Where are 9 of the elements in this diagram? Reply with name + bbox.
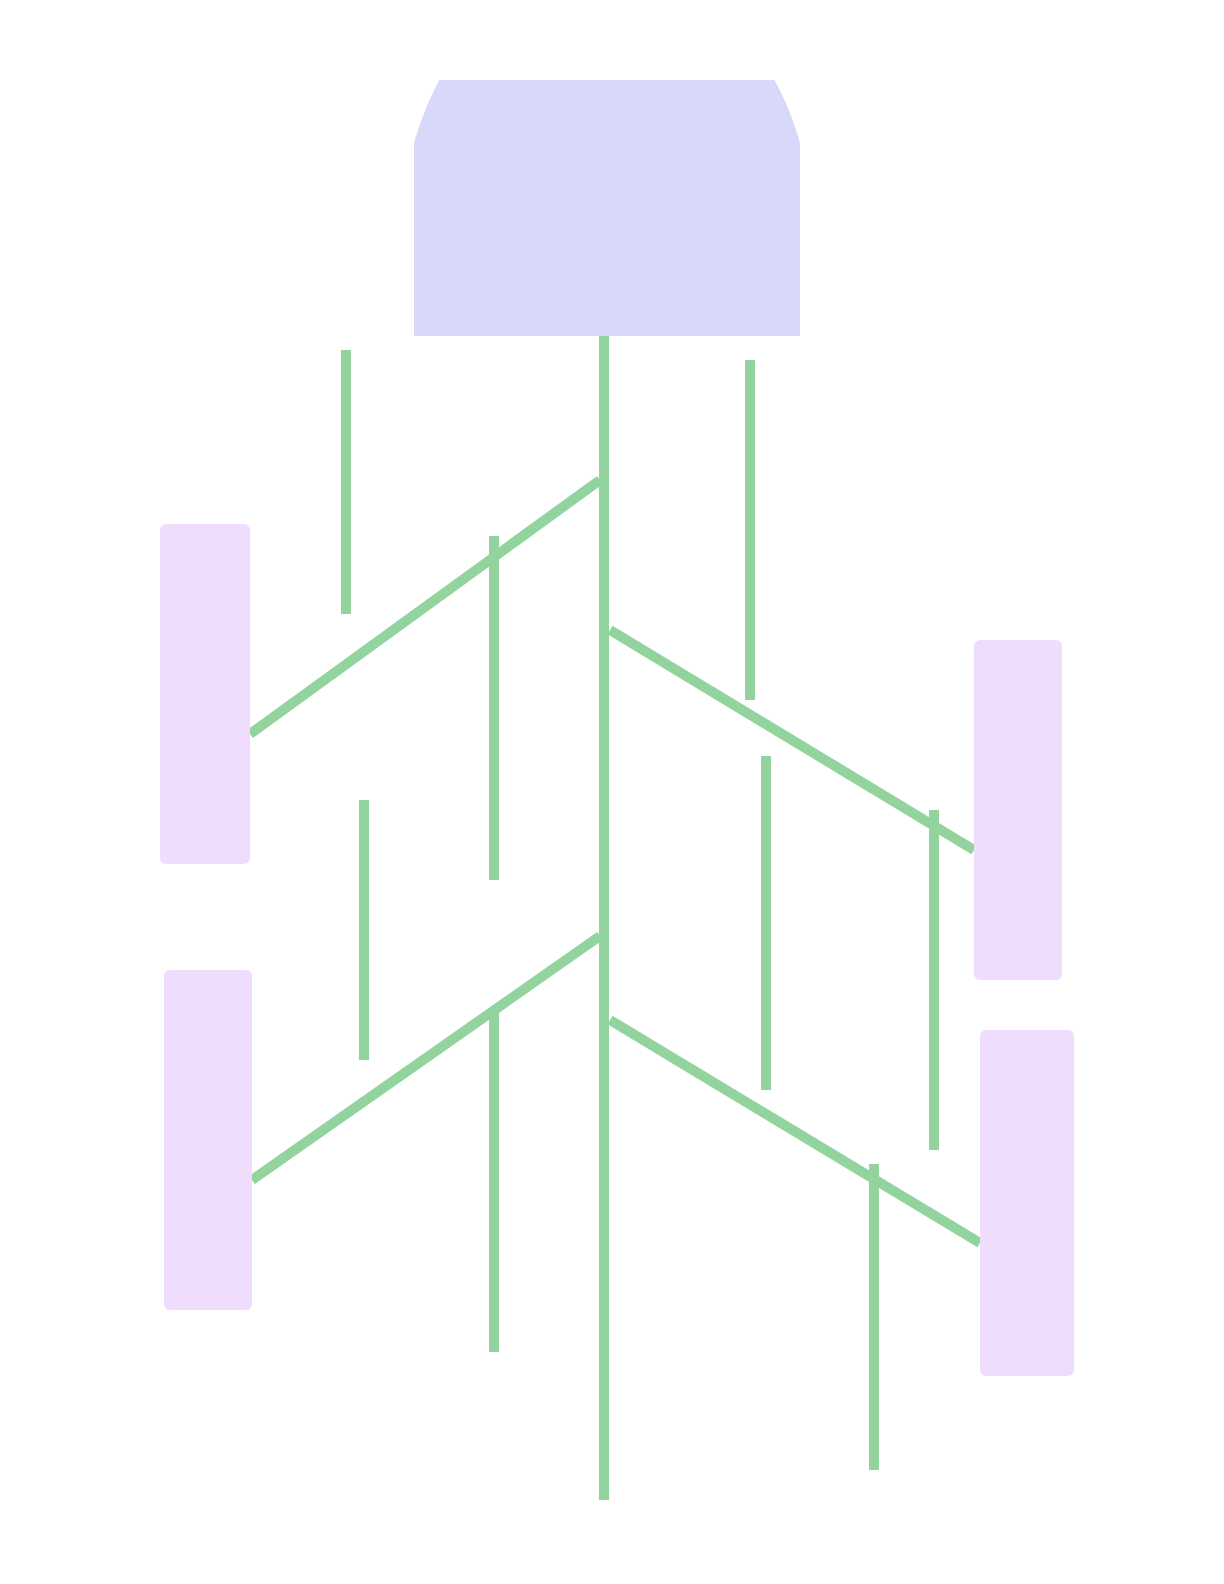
rib-line [249, 931, 603, 1185]
rib-line [247, 475, 603, 739]
category-box [980, 1030, 1074, 1376]
rib-line [607, 1015, 983, 1248]
category-box [974, 640, 1062, 980]
rib-line [607, 625, 977, 855]
spine-line [599, 336, 609, 1500]
category-box [160, 524, 250, 864]
category-box [164, 970, 252, 1310]
